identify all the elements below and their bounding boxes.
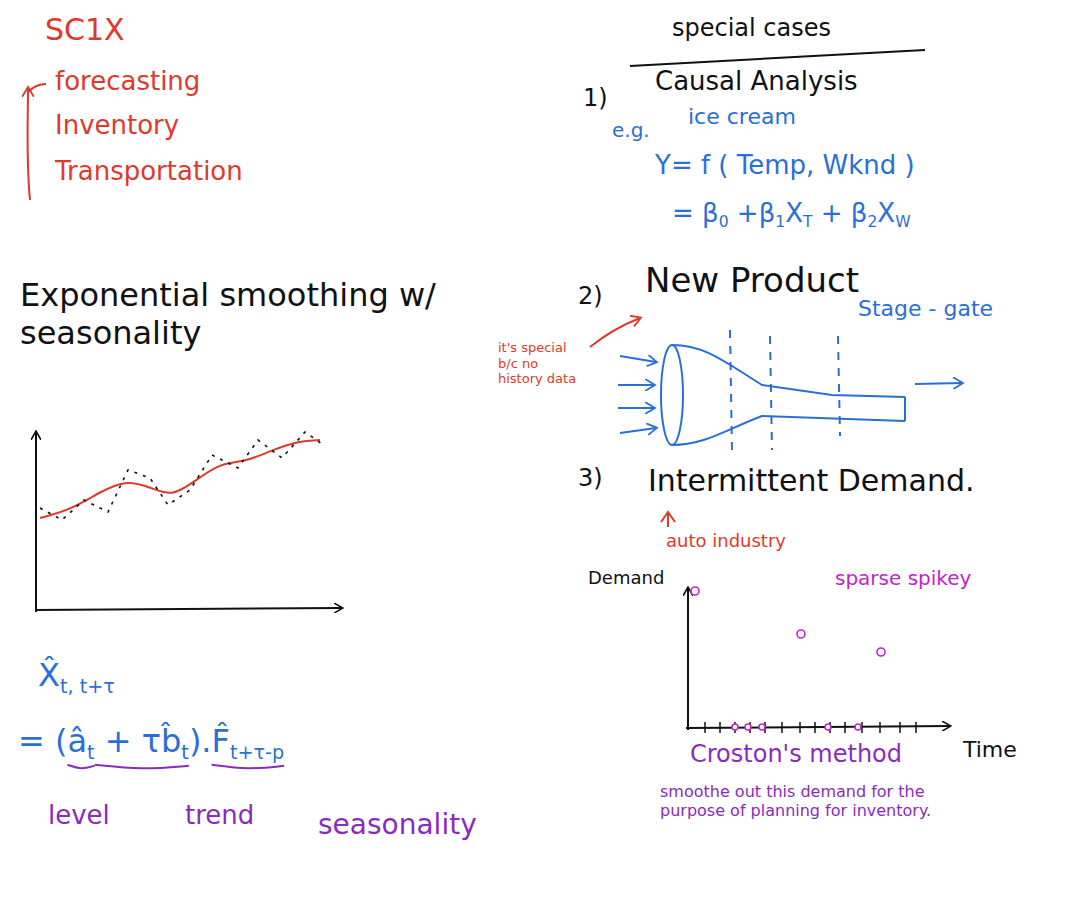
formula-term: b̂	[161, 722, 181, 760]
subscript: t+τ-p	[230, 741, 284, 764]
note-text: trend	[185, 800, 254, 831]
demand-point	[855, 724, 861, 730]
input-arrow	[618, 407, 654, 409]
input-arrow	[620, 428, 656, 433]
x-axis	[686, 726, 950, 728]
subscript: t, t+τ	[60, 675, 115, 698]
formula-term: +β	[729, 198, 776, 228]
formula-term: + β	[813, 198, 868, 228]
output-arrow	[915, 383, 962, 384]
subscript: 2	[867, 213, 877, 231]
note-text: seasonality	[318, 808, 477, 842]
axis-tick	[844, 722, 846, 733]
note-text: e.g.	[612, 118, 650, 142]
note-text: ice cream	[688, 104, 796, 130]
axis-tick	[704, 722, 706, 733]
subscript: t	[181, 741, 189, 764]
note-text: it's special b/c no history data	[498, 340, 584, 387]
formula-term: X	[785, 198, 803, 228]
note-text: Stage - gate	[858, 296, 993, 322]
note-text: 1)	[583, 84, 608, 113]
formula: X̂t, t+τ	[38, 656, 115, 698]
formula-term: = β	[672, 198, 719, 228]
x-axis	[36, 608, 342, 610]
note-text: Transportation	[55, 156, 243, 187]
axis-tick	[719, 722, 721, 733]
axis-tick	[915, 722, 917, 733]
input-arrow	[620, 356, 656, 362]
gate-line	[730, 330, 732, 452]
formula-term: â	[67, 722, 87, 760]
chart-series	[40, 432, 322, 520]
subscript: t	[87, 741, 95, 764]
strike-line	[630, 50, 925, 66]
raw-data	[40, 432, 322, 520]
caret-arrow	[661, 512, 675, 527]
funnel-end	[904, 397, 906, 421]
underline	[212, 765, 285, 769]
leader-arrow	[590, 318, 640, 347]
stage-gate-funnel	[618, 330, 962, 452]
smoothed-curve	[40, 440, 320, 518]
note-text: Intermittent Demand.	[648, 463, 975, 499]
note-text: SC1X	[45, 12, 125, 48]
note-text: Croston's method	[690, 740, 902, 769]
note-text: special cases	[672, 14, 831, 43]
y-axis	[687, 588, 689, 730]
formula-term: ).	[189, 722, 212, 760]
subscript: W	[895, 213, 910, 231]
note-text: sparse spikey	[835, 566, 971, 590]
demand-point	[691, 587, 699, 595]
axis-tick	[899, 722, 901, 733]
note-text: forecasting	[55, 66, 200, 97]
input-arrow	[618, 384, 654, 386]
formula: = (ât + τb̂t).F̂t+τ-p	[18, 722, 284, 764]
note-text: Exponential smoothing w/ seasonality	[20, 276, 460, 353]
demand-point	[745, 724, 751, 730]
formula-underlines	[67, 765, 284, 769]
axis-tick	[781, 722, 783, 733]
bracket-arrow	[28, 88, 31, 200]
gate-line	[838, 336, 840, 436]
note-text: Causal Analysis	[655, 66, 858, 97]
note-text: smoothe out this demand for the purpose …	[660, 782, 960, 820]
demand-point	[797, 630, 805, 638]
demand-points	[691, 587, 916, 733]
funnel-top	[672, 345, 905, 397]
note-text: New Product	[645, 260, 859, 301]
underline	[67, 765, 94, 769]
demand-point	[732, 724, 738, 730]
note-text: level	[48, 800, 110, 831]
axis-tick	[814, 722, 816, 733]
formula-term: X̂	[38, 656, 60, 694]
formula-term: = (	[18, 722, 67, 760]
axis-tick	[879, 722, 881, 733]
note-text: 2)	[578, 282, 603, 311]
subscript: 0	[719, 213, 729, 231]
subscript: 1	[775, 213, 785, 231]
demand-point	[877, 648, 885, 656]
bracket-hook	[28, 84, 46, 92]
demand-point	[759, 724, 765, 730]
axis-tick	[799, 722, 801, 733]
note-text: Time	[963, 737, 1017, 763]
funnel-mouth	[661, 345, 683, 445]
formula-term: X	[877, 198, 895, 228]
note-text: Demand	[588, 567, 664, 589]
subscript: T	[803, 213, 813, 231]
formula: = β0 +β1XT + β2XW	[672, 198, 911, 232]
note-text: Y= f ( Temp, Wknd )	[655, 150, 915, 181]
demand-point	[825, 724, 831, 730]
note-text: auto industry	[666, 530, 786, 552]
funnel-bottom	[672, 416, 905, 445]
underline	[95, 765, 189, 769]
gate-line	[770, 336, 772, 450]
y-axis	[35, 432, 37, 612]
note-text: Inventory	[55, 110, 179, 141]
formula-term: + τ	[95, 722, 161, 760]
formula-term: F̂	[212, 722, 230, 760]
note-text: 3)	[578, 464, 603, 493]
